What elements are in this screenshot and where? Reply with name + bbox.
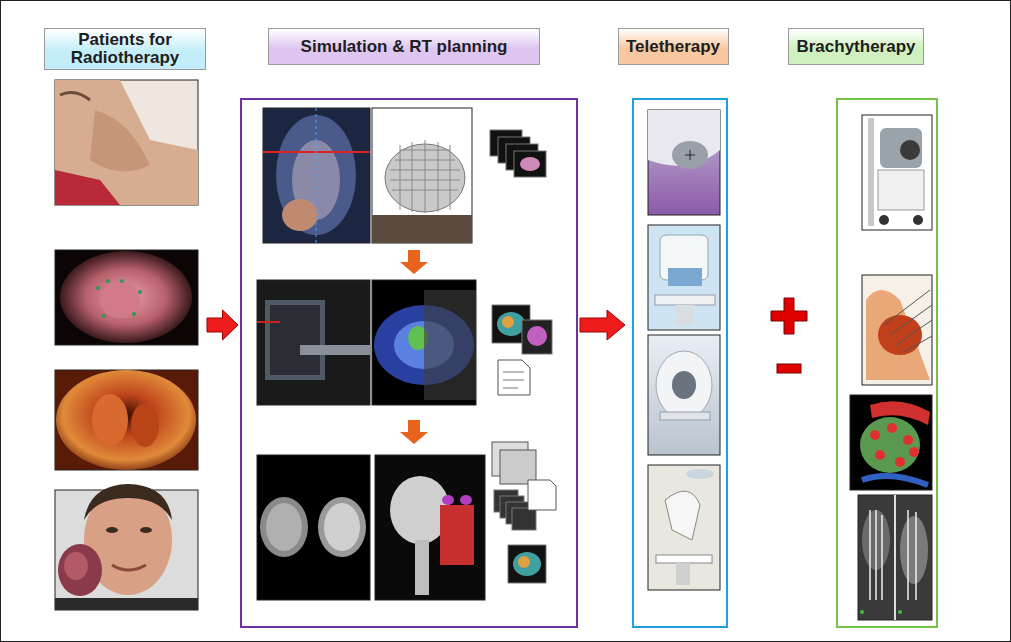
tomotherapy-image: [648, 335, 720, 455]
cyberknife-image: [648, 465, 720, 590]
mask-image: [372, 108, 472, 243]
step-arrow: [400, 250, 428, 274]
column-node: Simulation & RT planning: [240, 28, 578, 628]
ct-scanner-image: [257, 280, 370, 405]
linac-image: [648, 110, 720, 215]
dose-plan-image: [372, 280, 476, 405]
endoscopy-photo: [55, 250, 198, 345]
flow-arrow: [207, 310, 238, 340]
column-header: Brachytherapy: [788, 28, 924, 65]
column-node: Brachytherapy: [798, 28, 938, 628]
column-header: Patients for Radiotherapy: [44, 28, 206, 70]
column-header: Simulation & RT planning: [268, 28, 540, 65]
plan-documents: [492, 305, 552, 395]
column-node: Patients for Radiotherapy: [45, 28, 205, 618]
header-text: Simulation & RT planning: [301, 38, 508, 56]
header-text: Brachytherapy: [796, 38, 915, 56]
brain-ct-image: [257, 455, 370, 600]
plus-minus-symbol: [771, 298, 807, 373]
column-frame: [836, 98, 938, 628]
image-stack: [492, 442, 556, 583]
throat-photo: [55, 370, 198, 470]
face-photo: [55, 484, 198, 610]
column-frame: [240, 98, 578, 628]
linac-image: [648, 225, 720, 330]
skull-model-image: [375, 455, 485, 600]
column-node: Teletherapy: [627, 28, 728, 628]
patient-photo: [55, 80, 198, 205]
step-arrow: [400, 420, 428, 444]
column-header: Teletherapy: [618, 28, 729, 65]
header-text: Teletherapy: [626, 38, 720, 56]
afterloader-image: [862, 115, 932, 230]
image-stack: [490, 130, 546, 177]
pet-ct-image: [263, 108, 370, 243]
implant-image: [862, 275, 932, 385]
seed-plan-image: [850, 395, 932, 490]
flow-arrow: [580, 310, 625, 340]
xray-image: [858, 495, 932, 620]
header-text: Patients for Radiotherapy: [51, 31, 199, 67]
column-frame: [632, 98, 728, 628]
